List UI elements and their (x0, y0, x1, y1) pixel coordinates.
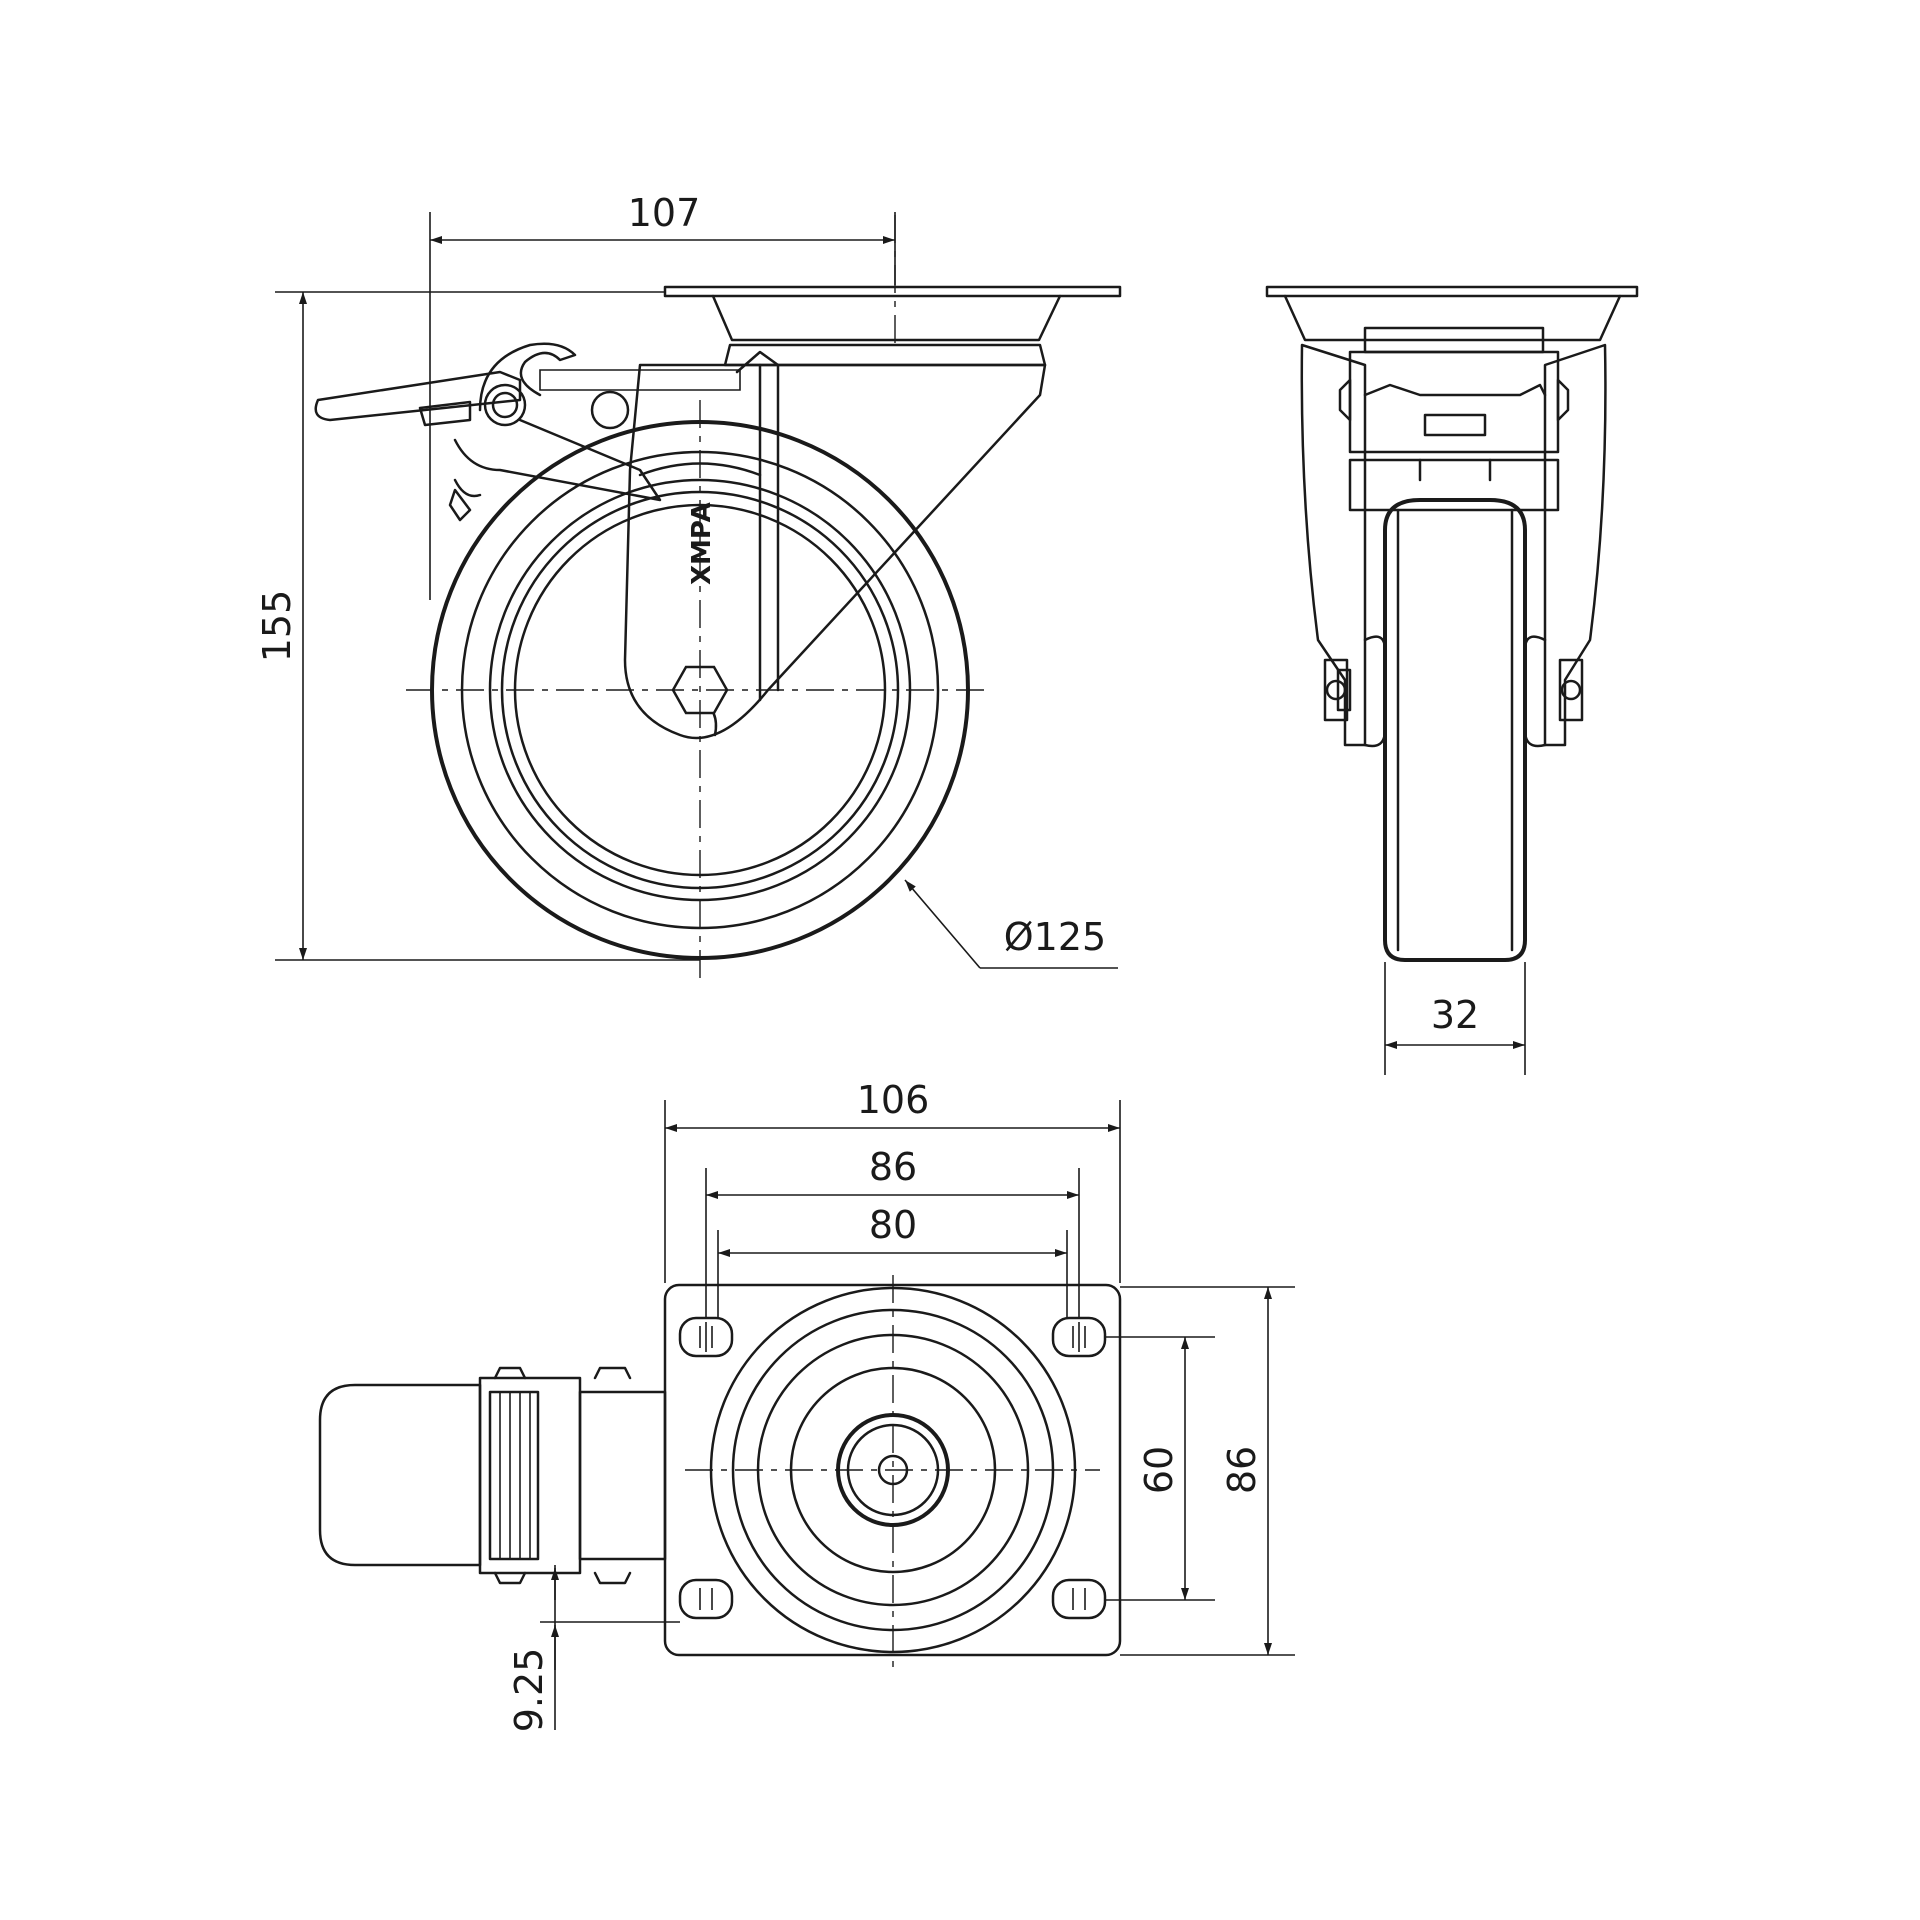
dim-diameter-label: Ø125 (1004, 915, 1106, 959)
dimension-107: 107 (429, 191, 896, 600)
fork-body (539, 350, 1047, 740)
dim-9-25-label: 9.25 (507, 1648, 551, 1733)
brake-lever (314, 342, 662, 522)
front-view: 32 (1265, 285, 1639, 1075)
dim-32-label: 32 (1431, 993, 1479, 1037)
fork-front (1300, 343, 1607, 747)
dimension-106: 106 (664, 1078, 1121, 1283)
side-view: XMPA 107 155 Ø125 (255, 191, 1122, 985)
dim-80-label: 80 (869, 1203, 917, 1247)
dimension-32: 32 (1384, 962, 1526, 1075)
dim-155-label: 155 (255, 590, 299, 663)
dim-86-h-label: 86 (869, 1145, 917, 1189)
dimension-155: 155 (255, 291, 700, 961)
dim-107-label: 107 (628, 191, 701, 235)
dimension-60: 60 (1105, 1336, 1215, 1601)
dim-86-v-label: 86 (1220, 1446, 1264, 1494)
dimension-80: 80 (717, 1203, 1068, 1318)
axle-bolt (1323, 658, 1584, 722)
top-view: 106 86 80 60 86 (318, 1078, 1295, 1732)
dimension-diameter: Ø125 (904, 879, 1118, 969)
brake-lever-top (318, 1366, 667, 1585)
dim-60-label: 60 (1137, 1446, 1181, 1494)
dim-106-label: 106 (857, 1078, 930, 1122)
mounting-plate-front (1265, 285, 1639, 354)
dimension-9-25: 9.25 (507, 1565, 680, 1732)
dimension-86-vertical: 86 (1120, 1286, 1295, 1656)
wheel-marking: XMPA (687, 502, 717, 585)
dimension-86-horizontal: 86 (705, 1145, 1080, 1318)
wheel-front (1363, 498, 1547, 962)
mounting-plate-side (663, 285, 1122, 367)
